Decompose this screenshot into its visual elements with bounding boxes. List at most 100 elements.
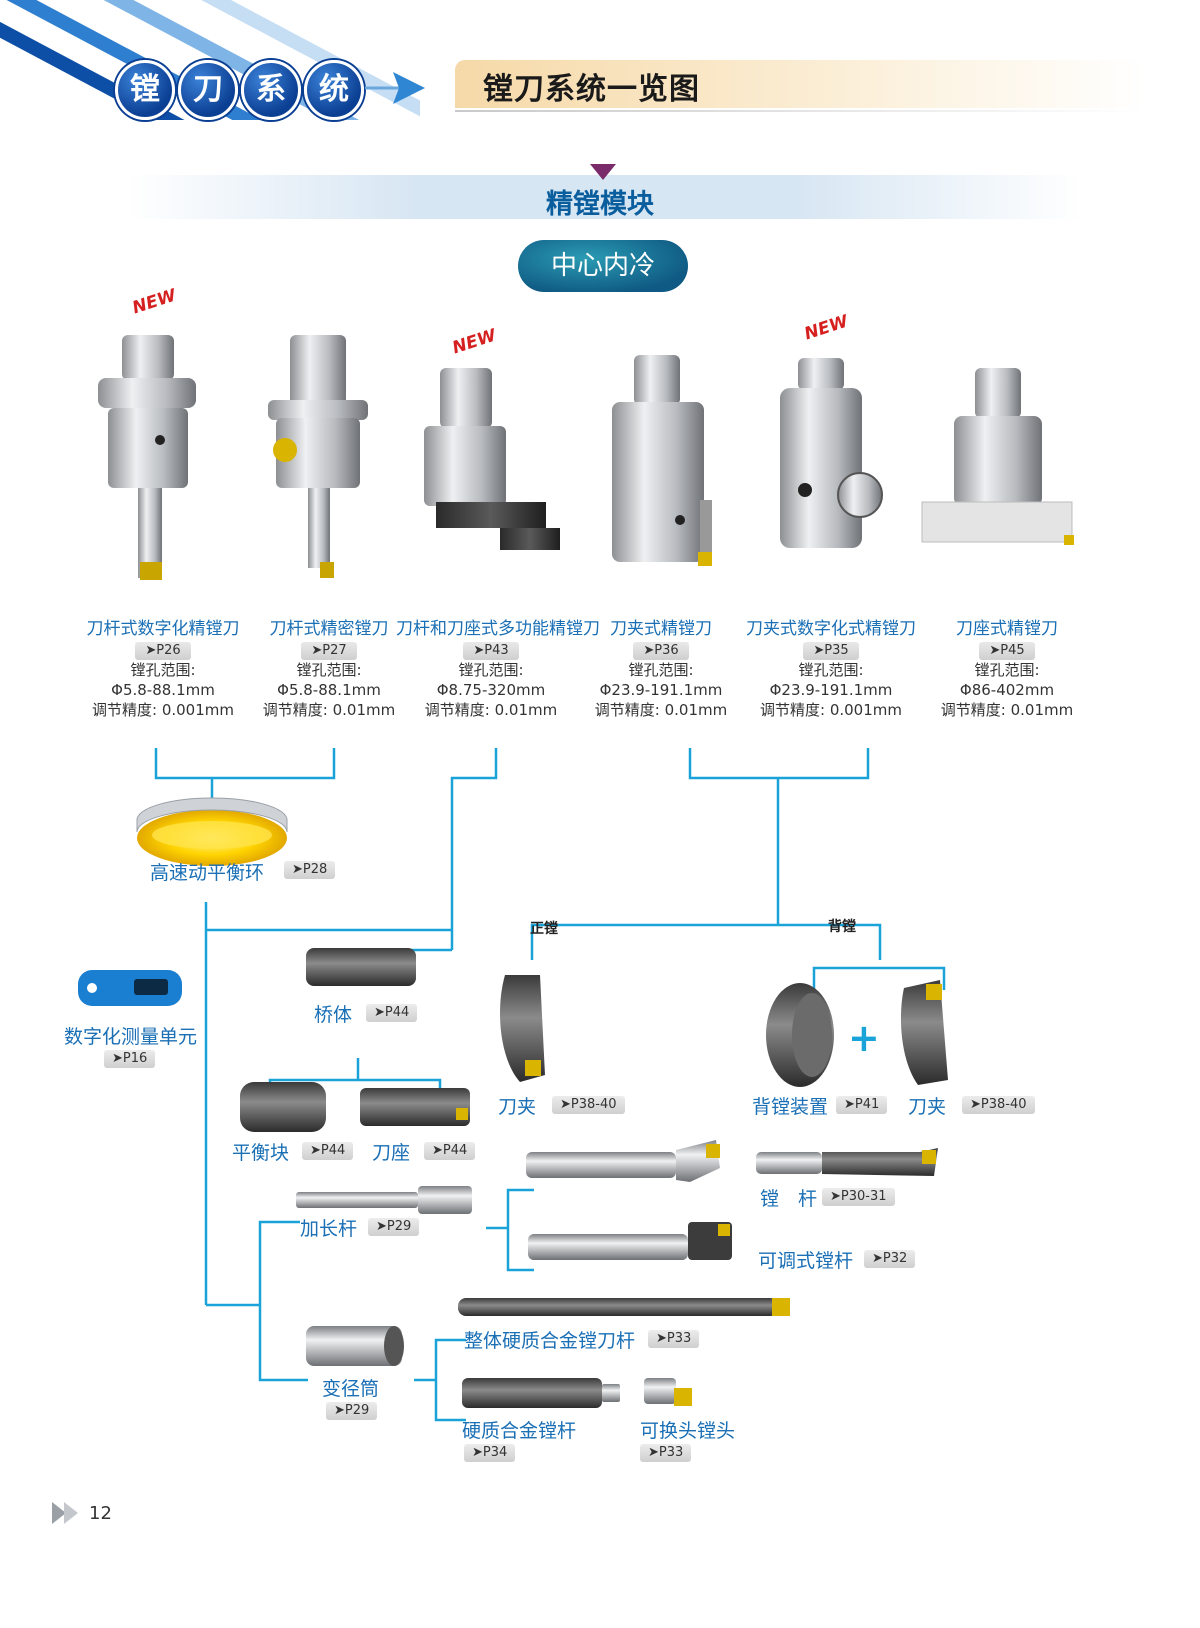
carbide-bar-ref: ➤P34	[464, 1444, 516, 1462]
product-card[interactable]: 刀杆式精密镗刀 ➤P27 镗孔范围: Φ5.8-88.1mm 调节精度: 0.0…	[234, 614, 424, 720]
boring-bar-label[interactable]: 镗 杆	[760, 1188, 818, 1210]
solid-carbide-label[interactable]: 整体硬质合金镗刀杆	[464, 1330, 636, 1352]
extension-ref: ➤P29	[368, 1218, 420, 1236]
header-divider	[455, 110, 1145, 112]
adjustable-bar-label[interactable]: 可调式镗杆	[758, 1250, 854, 1272]
carbide-bar-label[interactable]: 硬质合金镗杆	[462, 1420, 577, 1442]
precision: 调节精度: 0.01mm	[424, 701, 558, 719]
triangle-down-icon	[590, 164, 616, 180]
page-ref: ➤P26	[135, 642, 191, 660]
boring-bar-image-2	[756, 1148, 938, 1176]
digital-unit-image	[78, 970, 182, 1006]
replaceable-head-label[interactable]: 可换头镗头	[640, 1420, 736, 1442]
range-label: 镗孔范围:	[628, 661, 694, 679]
reducer-ref: ➤P29	[326, 1402, 378, 1420]
back-device-ref: ➤P41	[836, 1096, 888, 1114]
product-card[interactable]: 刀夹式数字化式精镗刀 ➤P35 镗孔范围: Φ23.9-191.1mm 调节精度…	[736, 614, 926, 720]
range-label: 镗孔范围:	[458, 661, 524, 679]
product-name: 刀夹式精镗刀	[610, 619, 712, 639]
extension-label[interactable]: 加长杆	[300, 1218, 358, 1240]
back-device-label[interactable]: 背镗装置	[752, 1096, 829, 1118]
page-number: 12	[89, 1503, 112, 1524]
header-bar	[455, 60, 1145, 108]
double-chevron-icon	[52, 1502, 78, 1524]
range-value: Φ5.8-88.1mm	[111, 681, 215, 699]
range-value: Φ23.9-191.1mm	[769, 681, 893, 699]
page-ref: ➤P36	[633, 642, 689, 660]
product-card[interactable]: 刀夹式精镗刀 ➤P36 镗孔范围: Φ23.9-191.1mm 调节精度: 0.…	[566, 614, 756, 720]
reducer-label[interactable]: 变径筒	[322, 1378, 380, 1400]
digital-unit-label[interactable]: 数字化测量单元	[64, 1026, 198, 1048]
precision: 调节精度: 0.001mm	[760, 701, 902, 719]
front-clamp-image	[500, 975, 545, 1082]
product-image-1	[98, 335, 196, 580]
balance-block-image	[240, 1082, 326, 1132]
back-boring-label: 背镗	[828, 919, 856, 935]
tool-seat-ref: ➤P44	[424, 1142, 476, 1160]
back-clamp-image	[900, 980, 948, 1085]
balance-ring-image	[136, 797, 288, 866]
precision: 调节精度: 0.01mm	[594, 701, 728, 719]
product-image-5	[780, 358, 883, 548]
product-image-3	[424, 368, 560, 550]
balance-block-label[interactable]: 平衡块	[232, 1142, 290, 1164]
range-value: Φ5.8-88.1mm	[277, 681, 381, 699]
product-name: 刀杆和刀座式多功能精镗刀	[396, 619, 600, 639]
front-boring-label: 正镗	[530, 921, 558, 937]
range-label: 镗孔范围:	[974, 661, 1040, 679]
range-label: 镗孔范围:	[130, 661, 196, 679]
range-label: 镗孔范围:	[798, 661, 864, 679]
bridge-label[interactable]: 桥体	[314, 1004, 353, 1026]
balance-ring-label[interactable]: 高速动平衡环	[150, 862, 265, 884]
carbide-bar-image	[462, 1378, 620, 1408]
range-label: 镗孔范围:	[296, 661, 362, 679]
page-title: 镗刀系统一览图	[483, 72, 700, 107]
title-char-2: 刀	[178, 60, 238, 120]
title-char-1: 镗	[115, 60, 175, 120]
product-name: 刀座式精镗刀	[956, 619, 1058, 639]
balance-ring-ref: ➤P28	[284, 861, 336, 879]
page-ref: ➤P27	[301, 642, 357, 660]
back-clamp-ref: ➤P38-40	[962, 1096, 1035, 1114]
precision: 调节精度: 0.001mm	[92, 701, 234, 719]
product-name: 刀夹式数字化式精镗刀	[746, 619, 916, 639]
product-image-6	[921, 368, 1074, 545]
precision: 调节精度: 0.01mm	[262, 701, 396, 719]
balance-block-ref: ➤P44	[302, 1142, 354, 1160]
page-ref: ➤P43	[463, 642, 519, 660]
title-char-3: 系	[241, 60, 301, 120]
product-name: 刀杆式数字化精镗刀	[86, 619, 240, 639]
front-clamp-ref: ➤P38-40	[552, 1096, 625, 1114]
boring-bar-ref: ➤P30-31	[822, 1188, 895, 1206]
tool-seat-image	[360, 1088, 470, 1126]
adjustable-bar-ref: ➤P32	[864, 1250, 916, 1268]
replaceable-head-ref: ➤P33	[640, 1444, 692, 1462]
precision: 调节精度: 0.01mm	[940, 701, 1074, 719]
arrow-right-icon	[365, 72, 425, 104]
boring-bar-image-1	[526, 1140, 720, 1182]
tool-seat-label[interactable]: 刀座	[372, 1142, 411, 1164]
title-char-4: 统	[304, 60, 364, 120]
product-card[interactable]: 刀座式精镗刀 ➤P45 镗孔范围: Φ86-402mm 调节精度: 0.01mm	[912, 614, 1102, 720]
bridge-ref: ➤P44	[366, 1004, 418, 1022]
page-ref: ➤P45	[979, 642, 1035, 660]
page-ref: ➤P35	[803, 642, 859, 660]
extension-bar-image	[296, 1186, 472, 1214]
section-title: 精镗模块	[546, 189, 654, 220]
back-clamp-label[interactable]: 刀夹	[908, 1096, 947, 1118]
solid-carbide-bar-image	[458, 1298, 790, 1316]
back-device-image	[766, 983, 834, 1087]
plus-icon: +	[848, 1016, 880, 1060]
product-image-2	[268, 335, 368, 578]
product-image-4	[612, 355, 712, 566]
product-images	[98, 335, 1074, 580]
product-name: 刀杆式精密镗刀	[269, 619, 389, 639]
solid-carbide-ref: ➤P33	[648, 1330, 700, 1348]
product-card[interactable]: 刀杆式数字化精镗刀 ➤P26 镗孔范围: Φ5.8-88.1mm 调节精度: 0…	[68, 614, 258, 720]
product-card[interactable]: 刀杆和刀座式多功能精镗刀 ➤P43 镗孔范围: Φ8.75-320mm 调节精度…	[396, 614, 600, 720]
reducer-image	[306, 1326, 404, 1366]
adjustable-bar-image	[528, 1222, 732, 1260]
front-clamp-label[interactable]: 刀夹	[498, 1096, 537, 1118]
digital-unit-ref: ➤P16	[104, 1050, 156, 1068]
